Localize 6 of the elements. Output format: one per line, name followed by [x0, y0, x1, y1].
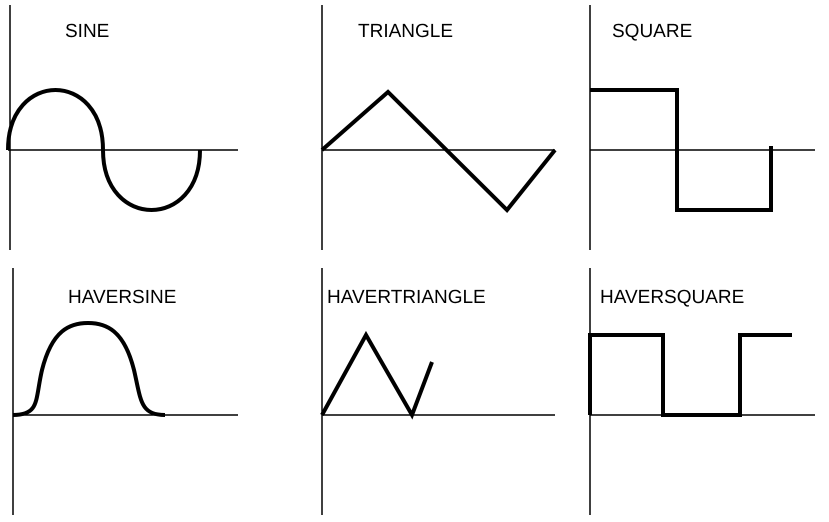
waveform-label: SINE: [65, 22, 110, 41]
waveform-label: HAVERSQUARE: [600, 288, 744, 307]
waveform-label: SQUARE: [612, 22, 692, 41]
waveform-label: HAVERSINE: [68, 288, 176, 307]
waveform-label: HAVERTRIANGLE: [327, 288, 486, 307]
waveform-label: TRIANGLE: [358, 22, 454, 41]
